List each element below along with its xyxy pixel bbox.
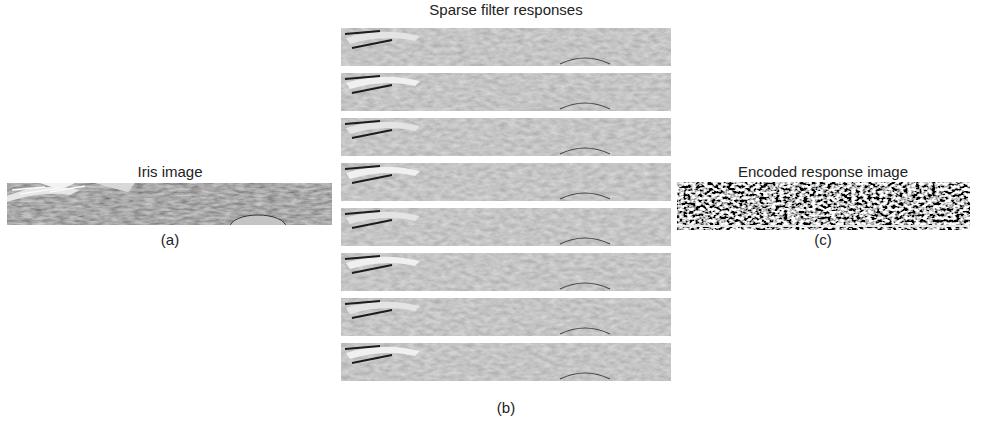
response-arc bbox=[560, 193, 610, 199]
response-arc bbox=[560, 283, 610, 289]
response-arc bbox=[560, 328, 610, 334]
encoded-border-line bbox=[677, 225, 970, 227]
response-arc bbox=[560, 58, 610, 64]
panel-title: Iris image bbox=[137, 163, 202, 181]
panel-title: Sparse filter responses bbox=[429, 1, 582, 19]
filter-response-strips bbox=[341, 28, 671, 381]
response-shadow bbox=[345, 31, 392, 48]
panel-letter: (c) bbox=[814, 231, 832, 249]
response-shadow bbox=[345, 76, 392, 93]
reflection-spot bbox=[230, 215, 286, 225]
response-strip bbox=[341, 73, 671, 111]
response-shadow bbox=[345, 166, 392, 183]
eyelash-highlight bbox=[95, 183, 135, 192]
response-strip bbox=[341, 28, 671, 66]
response-strip bbox=[341, 298, 671, 336]
response-shadow bbox=[345, 256, 392, 273]
response-shadow bbox=[345, 211, 392, 228]
response-shadow bbox=[345, 346, 392, 363]
response-arc bbox=[560, 238, 610, 244]
response-arc bbox=[560, 148, 610, 154]
response-arc bbox=[560, 373, 610, 379]
iris-texture bbox=[7, 183, 332, 225]
response-shadow bbox=[345, 121, 392, 138]
encoded-image bbox=[677, 182, 970, 230]
panel-letter: (b) bbox=[497, 399, 515, 417]
iris-image bbox=[7, 183, 332, 239]
response-shadow bbox=[345, 301, 392, 318]
panel-letter: (a) bbox=[161, 231, 179, 249]
encoded-texture bbox=[677, 182, 970, 230]
response-strip bbox=[341, 253, 671, 291]
eyelash-lines bbox=[12, 186, 85, 194]
response-strip bbox=[341, 163, 671, 201]
response-strip bbox=[341, 208, 671, 246]
response-arc bbox=[560, 103, 610, 109]
response-strip bbox=[341, 343, 671, 381]
panel-title: Encoded response image bbox=[738, 163, 908, 181]
response-strip bbox=[341, 118, 671, 156]
